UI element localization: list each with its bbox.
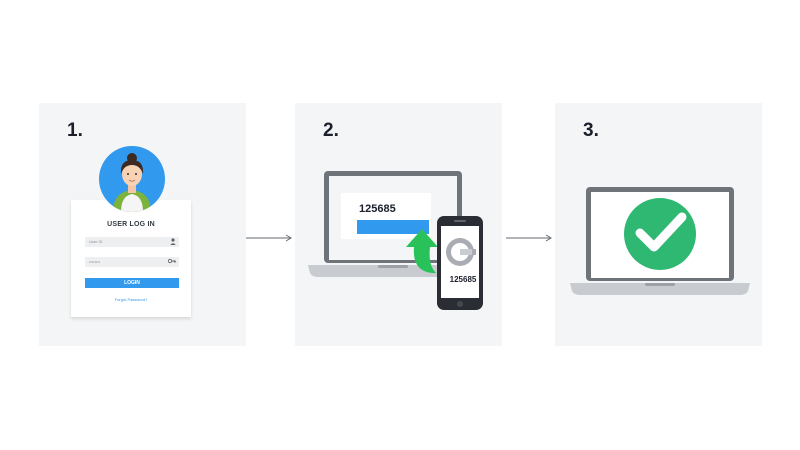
login-button[interactable]: LOGIN	[85, 278, 179, 288]
forgot-password-link[interactable]: Forgot Password?	[114, 297, 148, 302]
flow-arrow-2	[506, 234, 552, 242]
checkmark-icon	[624, 198, 696, 270]
user-avatar-icon	[99, 146, 165, 212]
step-3-number: 3.	[583, 120, 599, 141]
step-3-panel: 3.	[555, 103, 762, 346]
password-field[interactable]: ••••••••	[85, 257, 179, 267]
login-title: USER LOG IN	[107, 221, 155, 228]
curved-arrow-icon	[406, 229, 438, 273]
smartphone-icon	[437, 216, 483, 310]
phone-code-text: 125685	[449, 275, 477, 284]
step-1-number: 1.	[67, 120, 83, 141]
step-1-panel: 1. USER LOG IN User ID •••••••• LOGIN Fo…	[39, 103, 246, 346]
laptop-code-text: 125685	[359, 203, 396, 215]
laptop-success-icon	[570, 187, 750, 295]
user-id-placeholder: User ID	[89, 239, 103, 244]
login-card: USER LOG IN User ID •••••••• LOGIN Forgo…	[71, 200, 191, 317]
flow-arrow-1	[246, 234, 292, 242]
user-id-field[interactable]: User ID	[85, 237, 179, 247]
user-icon	[170, 238, 176, 247]
code-entry-box: 125685	[341, 193, 431, 239]
password-placeholder: ••••••••	[89, 259, 101, 264]
step-2-panel: 2. 125685 125685	[295, 103, 502, 346]
step-2-number: 2.	[323, 120, 339, 141]
code-submit-button[interactable]	[357, 220, 429, 234]
key-icon	[167, 258, 176, 266]
